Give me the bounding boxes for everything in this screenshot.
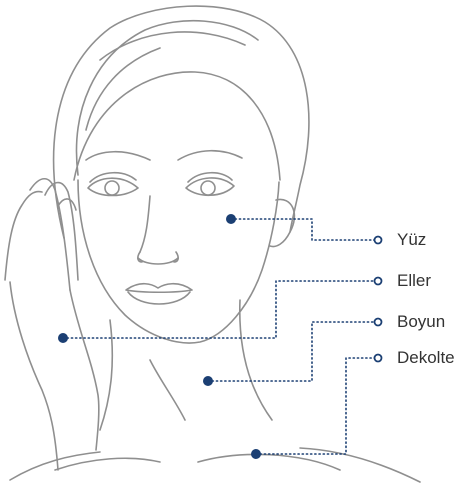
hair-strand <box>86 48 160 130</box>
collarbone-right <box>198 454 340 470</box>
shoulder-left <box>10 452 100 480</box>
marker-decollete <box>251 449 261 459</box>
neck-right <box>240 300 272 420</box>
ring-hands <box>375 278 382 285</box>
left-iris <box>105 181 119 195</box>
hand-wrist <box>10 282 58 470</box>
ring-neck <box>375 319 382 326</box>
nose-bridge <box>140 196 150 252</box>
label-face: Yüz <box>397 230 426 250</box>
finger <box>30 179 70 290</box>
shoulder-right <box>300 448 420 482</box>
marker-hands <box>58 333 68 343</box>
hand-edge <box>70 290 99 450</box>
hand-palm <box>5 192 42 280</box>
hair-strand <box>100 32 245 60</box>
face-line-drawing <box>5 6 420 482</box>
label-decollete: Dekolte <box>397 348 455 368</box>
connector-face <box>231 219 375 240</box>
right-eyebrow <box>178 151 242 160</box>
collarbone-left <box>55 458 160 470</box>
neck-left <box>100 320 112 430</box>
right-iris <box>201 181 215 195</box>
face-contour <box>78 180 279 343</box>
label-neck: Boyun <box>397 312 445 332</box>
hair-outline <box>54 6 309 238</box>
marker-neck <box>203 376 213 386</box>
marker-face <box>226 214 236 224</box>
callout-connectors <box>63 219 375 454</box>
left-eyebrow <box>86 152 150 160</box>
finger <box>45 183 78 280</box>
label-hands: Eller <box>397 271 431 291</box>
neck-shadow <box>150 360 185 420</box>
connector-decollete <box>256 358 375 454</box>
lower-lip <box>128 292 190 304</box>
ring-face <box>375 237 382 244</box>
label-rings <box>375 237 382 362</box>
upper-lip <box>126 284 192 293</box>
nose-base <box>138 258 178 264</box>
ring-decollete <box>375 355 382 362</box>
finger <box>58 199 76 210</box>
connector-neck <box>208 322 375 381</box>
hair-strand <box>77 21 258 175</box>
connector-hands <box>63 281 375 338</box>
